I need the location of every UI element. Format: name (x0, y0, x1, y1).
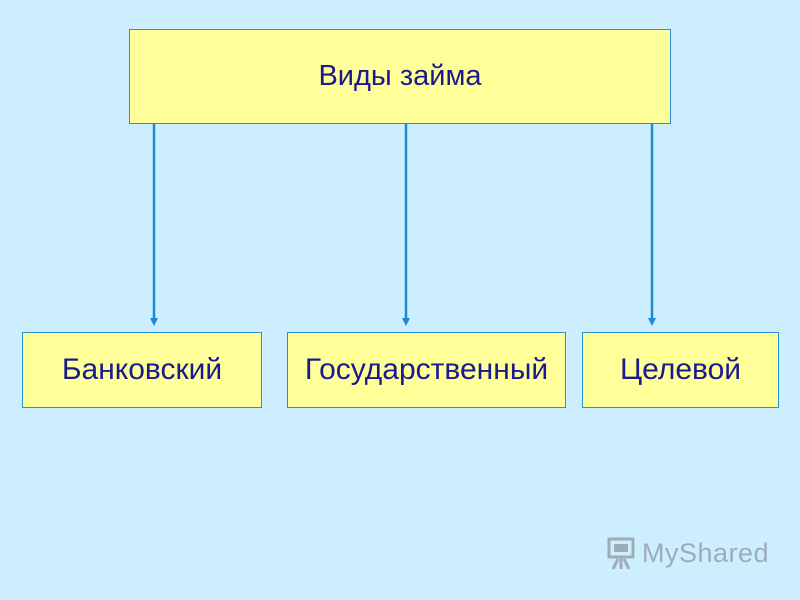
child-node-target: Целевой (582, 332, 779, 408)
watermark: MyShared (606, 536, 769, 570)
child-node-label: Целевой (619, 353, 742, 386)
watermark-text: MyShared (642, 537, 770, 568)
root-node-label: Виды займа (318, 60, 482, 92)
root-node: Виды займа (129, 29, 671, 124)
child-node-state: Государственный (287, 332, 566, 408)
child-node-bank: Банковский (22, 332, 262, 408)
child-node-label: Государственный (304, 353, 549, 386)
child-node-label: Банковский (61, 353, 223, 386)
presentation-board-icon (607, 537, 635, 570)
